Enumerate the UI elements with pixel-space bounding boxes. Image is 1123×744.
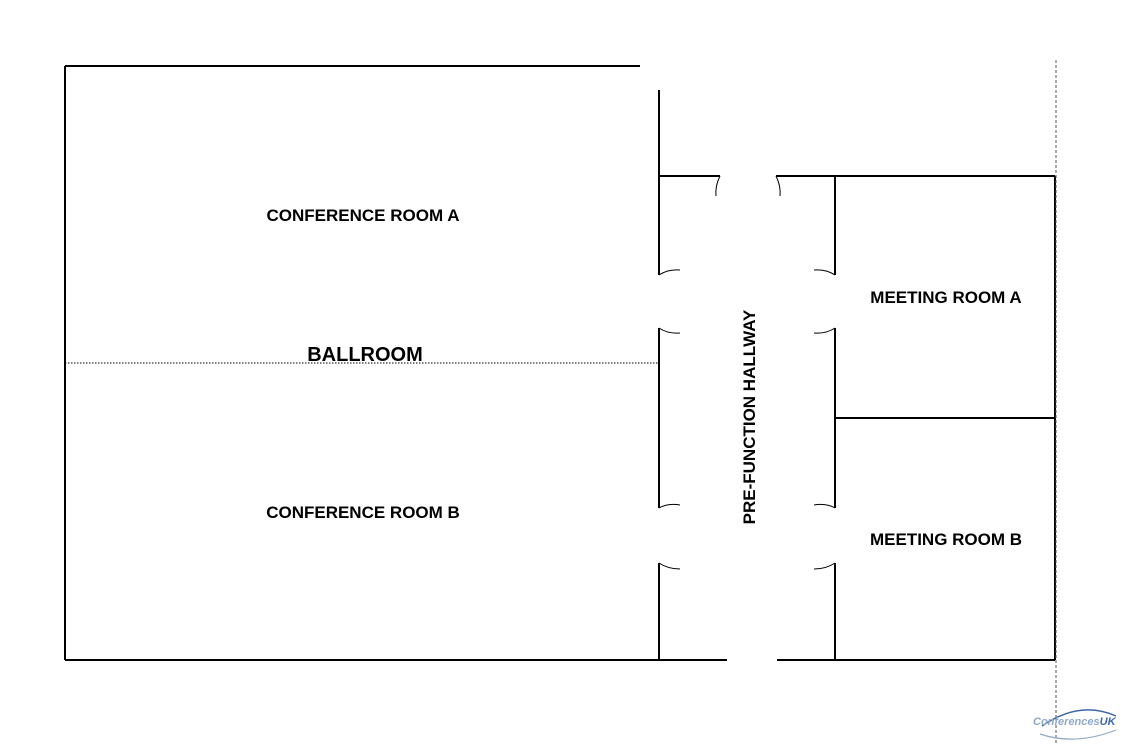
label-conference-room-b: CONFERENCE ROOM B	[266, 503, 460, 522]
logo-swoosh-icon	[1041, 709, 1117, 727]
door-arc-ballroom-upper	[658, 269, 681, 334]
door-arc-hallway-top	[715, 175, 781, 197]
conferences-uk-logo: ConferencesUK	[1033, 709, 1117, 740]
logo-swoosh-lower-icon	[1039, 729, 1117, 740]
logo-text-main: Conferences	[1033, 716, 1100, 728]
label-pre-function-hallway: PRE-FUNCTION HALLWAY	[740, 309, 759, 524]
label-conference-room-a: CONFERENCE ROOM A	[267, 206, 460, 225]
logo-text-suffix: UK	[1100, 716, 1117, 728]
label-meeting-room-b: MEETING ROOM B	[870, 530, 1022, 549]
svg-text:ConferencesUK: ConferencesUK	[1033, 716, 1117, 728]
label-ballroom: BALLROOM	[307, 344, 423, 366]
meeting-rooms-walls	[835, 175, 1056, 661]
door-arc-ballroom-lower	[658, 503, 681, 570]
door-arc-meeting-a	[813, 269, 836, 334]
door-arc-meeting-b	[813, 503, 836, 570]
label-meeting-room-a: MEETING ROOM A	[870, 288, 1021, 307]
